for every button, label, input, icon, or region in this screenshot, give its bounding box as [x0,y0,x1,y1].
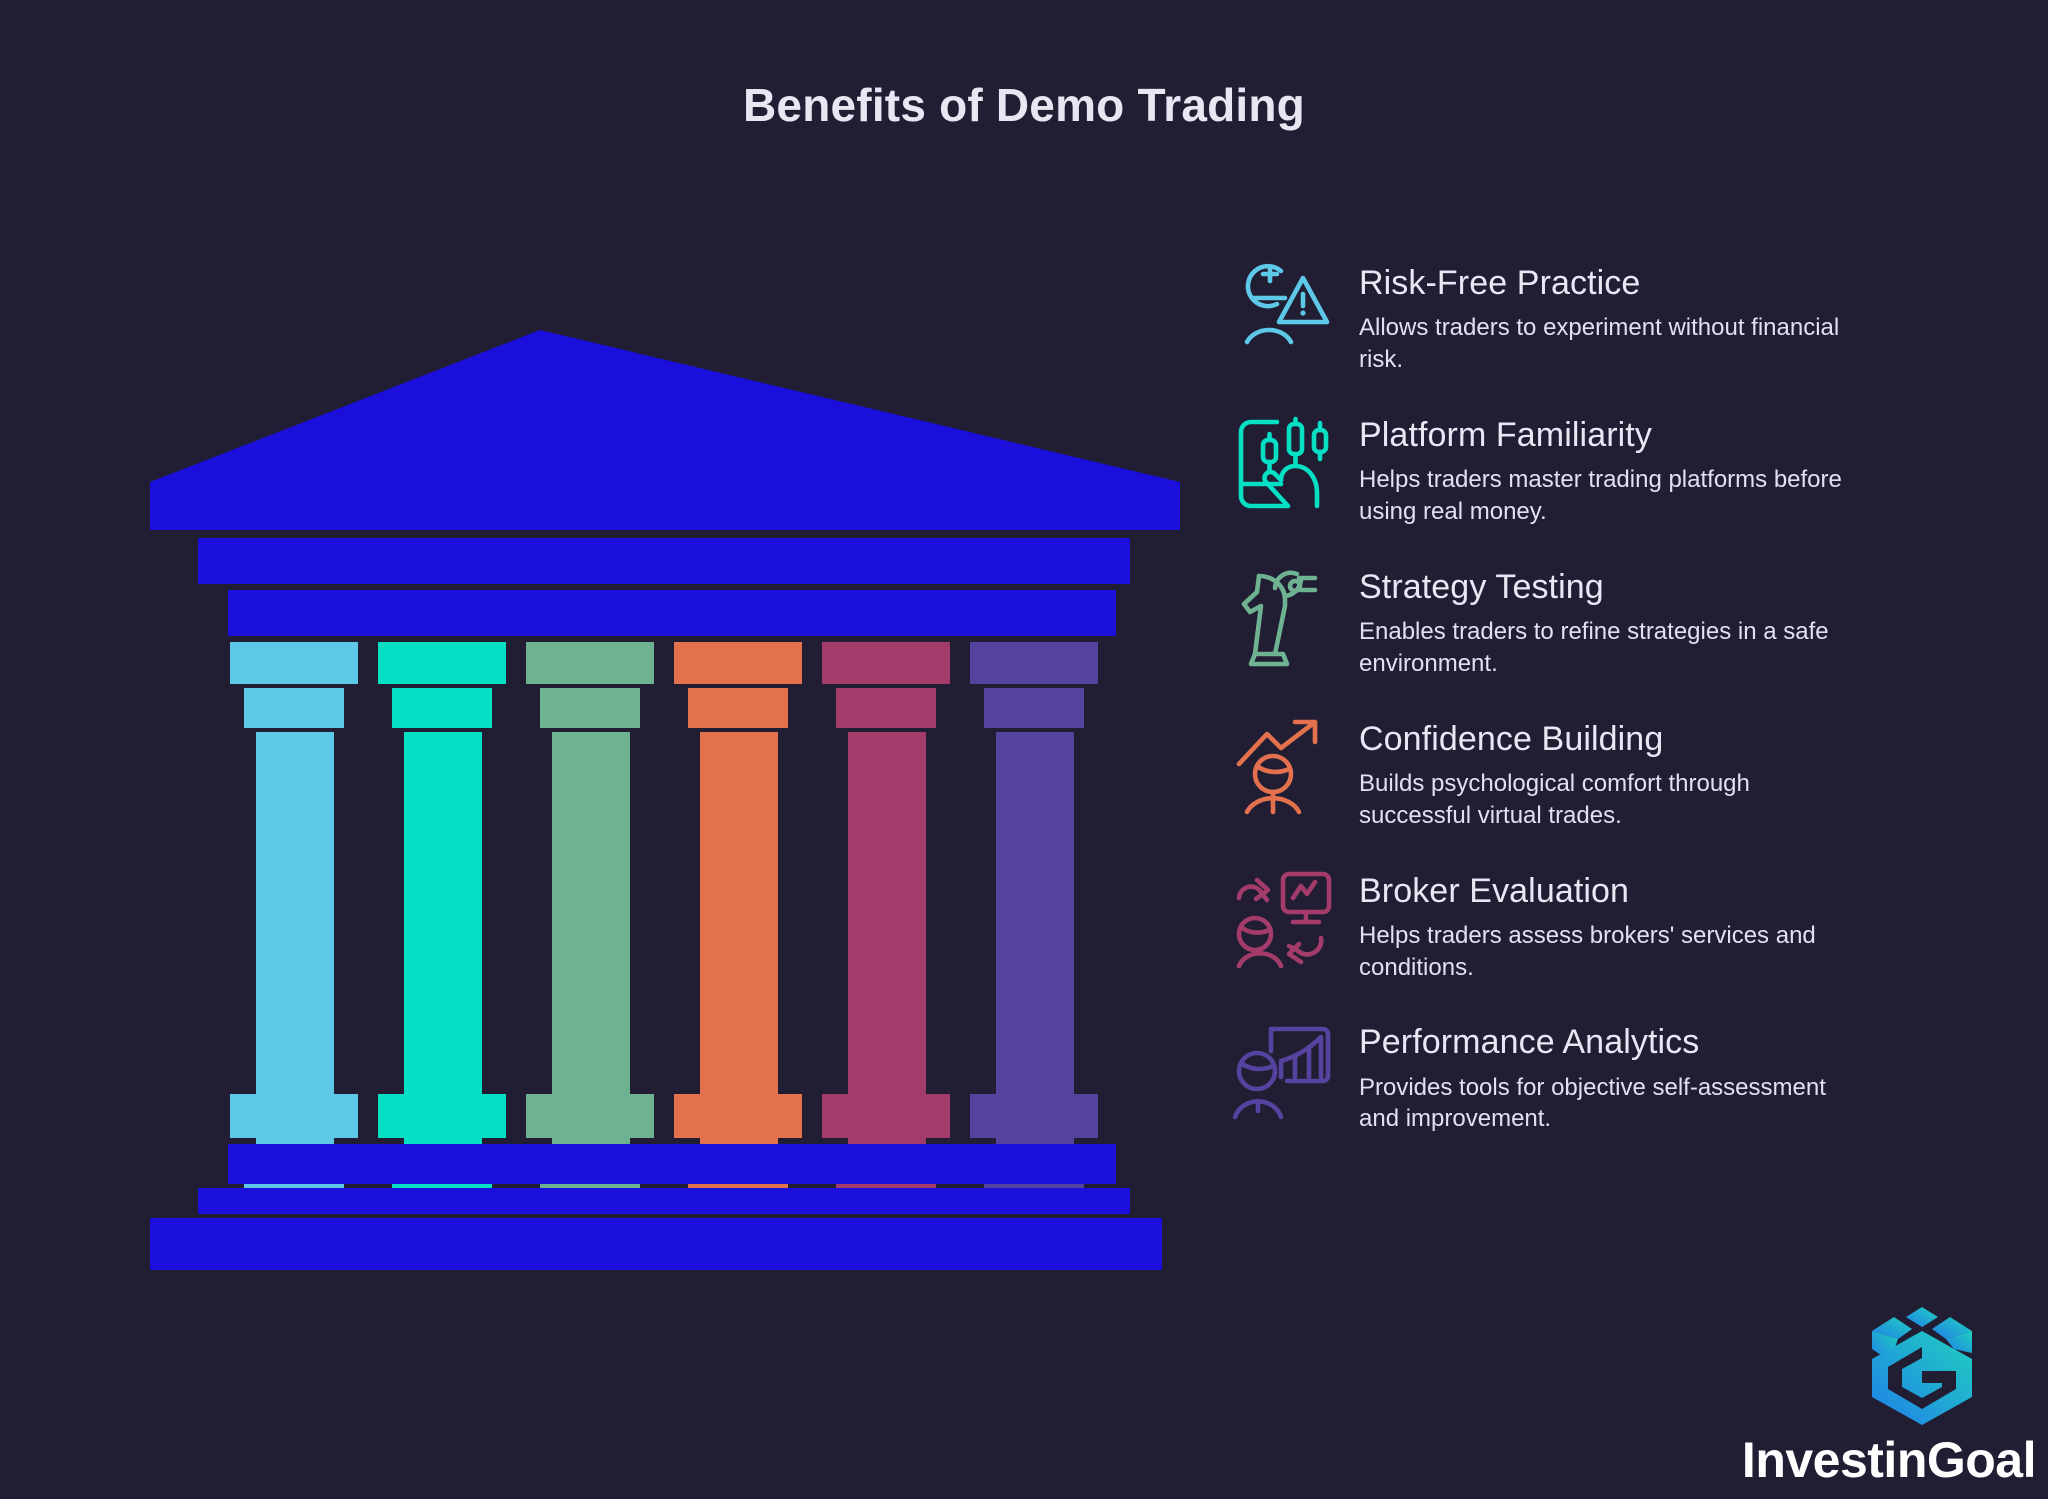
entablature-lower [228,590,1116,636]
pillar-2-base [378,1094,506,1138]
step-2 [198,1188,1130,1214]
benefit-item: Broker Evaluation Helps traders assess b… [1225,870,2025,984]
person-monitor-arrows-icon [1225,864,1337,976]
brand-logo: InvestinGoal [1620,1305,2040,1489]
benefit-text: Risk-Free Practice Allows traders to exp… [1337,262,2025,376]
person-bar-chart-board-icon [1225,1015,1337,1127]
benefit-item: Strategy Testing Enables traders to refi… [1225,566,2025,680]
pillar-6-base [970,1094,1098,1138]
temple-plinth [150,1218,1180,1278]
phone-candlestick-hand-icon [1225,408,1337,520]
logo-wordmark: InvestinGoal [1741,1432,2037,1488]
benefit-description: Allows traders to experiment without fin… [1359,314,1840,373]
benefit-description: Helps traders master trading platforms b… [1359,465,1842,525]
benefit-title: Strategy Testing [1359,567,1604,606]
pillar-4 [674,642,802,1196]
roof-pediment [150,330,1180,530]
benefit-text: Performance Analytics Provides tools for… [1337,1021,2025,1135]
benefit-description: Builds psychological comfort through suc… [1359,769,1750,829]
page-title: Benefits of Demo Trading [743,79,1305,131]
entablature-upper [198,538,1130,584]
pillar-4-base [674,1094,802,1138]
benefit-item: Platform Familiarity Helps traders maste… [1225,414,2025,528]
benefit-text: Confidence Building Builds psychological… [1337,718,2025,832]
benefit-title: Platform Familiarity [1359,415,1652,454]
pillar-3-base [526,1094,654,1138]
benefit-text: Broker Evaluation Helps traders assess b… [1337,870,2025,984]
benefit-title: Broker Evaluation [1359,871,1630,910]
benefit-item: Confidence Building Builds psychological… [1225,718,2025,832]
step-1 [228,1144,1116,1184]
benefit-text: Platform Familiarity Helps traders maste… [1337,414,2025,528]
benefits-list: Risk-Free Practice Allows traders to exp… [1225,262,2025,1135]
benefit-title: Risk-Free Practice [1359,264,1641,302]
person-warning-icon [1225,256,1337,368]
benefit-description: Provides tools for objective self-assess… [1359,1073,1826,1133]
temple-base [150,1058,1180,1238]
benefit-description: Helps traders assess brokers' services a… [1359,921,1816,981]
step-base [150,1218,1162,1270]
benefit-title: Confidence Building [1359,719,1664,758]
benefit-title: Performance Analytics [1359,1023,1700,1062]
person-growth-arrow-icon [1225,712,1337,824]
pillar-5-base [822,1094,950,1138]
benefit-text: Strategy Testing Enables traders to refi… [1337,566,2025,680]
chess-knight-icon [1225,560,1337,672]
benefit-item: Performance Analytics Provides tools for… [1225,1021,2025,1135]
benefit-item: Risk-Free Practice Allows traders to exp… [1225,262,2025,376]
benefit-description: Enables traders to refine strategies in … [1359,617,1829,677]
pillar-1-base [230,1094,358,1138]
investingoal-hexagon-g-icon [1872,1307,1972,1425]
temple-illustration [150,330,1180,1200]
